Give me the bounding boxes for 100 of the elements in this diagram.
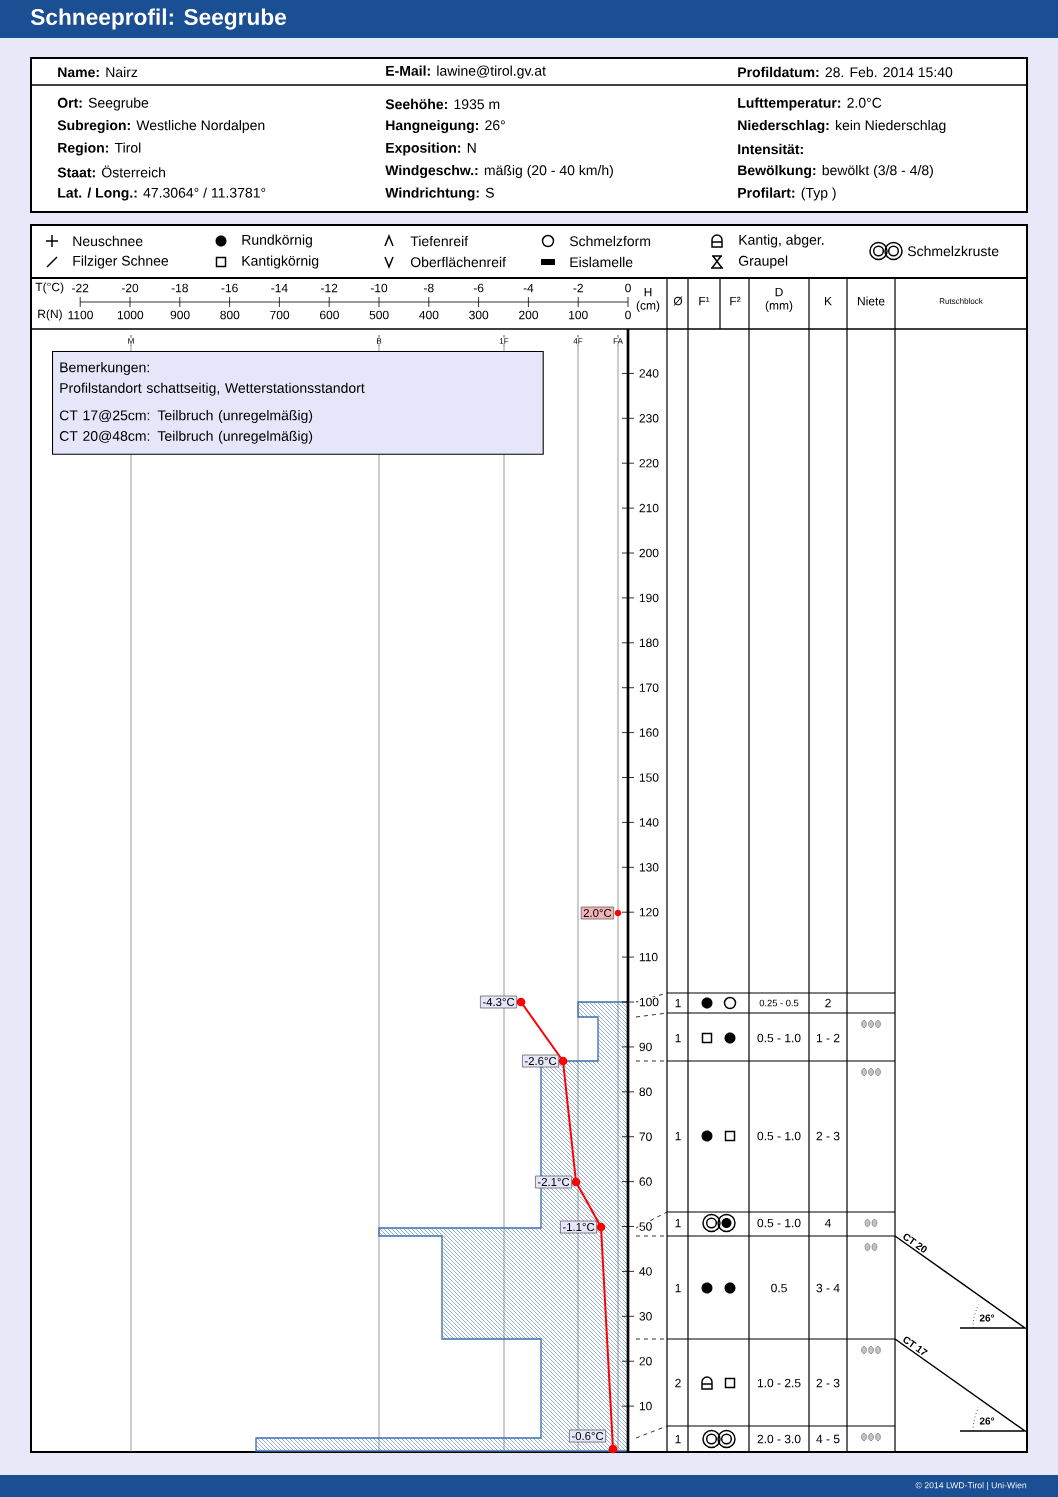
field-label: Windrichtung: S [385, 187, 494, 201]
hardness-label: 1F [498, 337, 510, 345]
tick-label: 300 [469, 310, 489, 320]
table-cell: 1 [675, 1131, 681, 1141]
field-label: Bewölkung: bewölkt (3/8 - 4/8) [738, 164, 933, 179]
tick-label: 50 [638, 1221, 653, 1232]
tick-label: 800 [220, 310, 240, 320]
field-label: Subregion: Westliche Nordalpen [57, 119, 265, 134]
tick-label: 40 [638, 1266, 653, 1277]
angle-label: 26° [979, 1314, 995, 1322]
tick-label: 900 [170, 310, 190, 320]
table-cell: 2 [675, 1378, 681, 1388]
tick-label: 600 [320, 310, 339, 320]
footer-bar: © 2014 LWD-Tirol | Uni-Wien [0, 1475, 1058, 1497]
table-cell: 0.5 - 1.0 [757, 1218, 801, 1228]
tick-label: -18 [171, 283, 188, 293]
hardness-label: B [375, 337, 383, 345]
legend-label: Tiefenreif [410, 235, 469, 247]
field-label: Ort: Seegrube [57, 97, 149, 111]
field-label: Windgeschw.: mäßig (20 - 40 km/h) [385, 164, 613, 179]
table-cell: 1 - 2 [816, 1033, 840, 1043]
field-label: Hangneigung: 26° [386, 119, 505, 134]
tick-label: -12 [321, 283, 338, 293]
legend-label: Oberflächenreif [410, 256, 506, 268]
legend-label: Rundkörnig [242, 234, 312, 248]
field-label: Lufttemperatur: 2.0°C [738, 97, 882, 111]
tick-label: -10 [370, 283, 388, 293]
tick-label: 230 [638, 413, 660, 424]
table-cell: 4 [824, 1218, 831, 1228]
column-header: D (mm) [765, 287, 793, 313]
table-cell: 0.5 - 1.0 [757, 1131, 801, 1141]
column-header: Rutschblock [939, 298, 983, 304]
table-cell: 4 - 5 [816, 1434, 840, 1444]
tick-label: 20 [638, 1356, 653, 1367]
test-label: CT 20 [903, 1233, 927, 1253]
column-header: Niete [858, 296, 885, 306]
legend-label: Kantigkörnig [242, 255, 319, 269]
tick-label: 190 [638, 593, 660, 603]
table-cell: 2.0 - 3.0 [757, 1434, 801, 1444]
field-label: Name: Nairz [58, 66, 138, 78]
field-label: Staat: Österreich [57, 165, 165, 178]
tick-label: 220 [638, 458, 660, 469]
tick-label: -4 [523, 283, 534, 293]
legend-label: Graupel [739, 255, 788, 269]
tick-label: 10 [638, 1401, 653, 1412]
tick-label: 210 [638, 503, 660, 513]
tick-label: -16 [221, 283, 238, 293]
tick-label: 100 [569, 310, 588, 320]
axis-title: T(°C) [35, 282, 64, 294]
tick-label: 500 [369, 310, 389, 320]
tick-label: -22 [72, 283, 89, 293]
tick-label: 1100 [68, 310, 93, 320]
tick-label: 60 [638, 1176, 653, 1187]
tick-label: 0 [625, 310, 631, 320]
field-label: Seehöhe: 1935 m [385, 98, 500, 110]
field-label: Intensität: [738, 143, 803, 155]
temperature-label: -0.6°C [569, 1429, 606, 1443]
title-bar: Schneeprofil: Seegrube [0, 0, 1058, 38]
temperature-label: -2.1°C [535, 1175, 572, 1189]
tick-label: -14 [271, 283, 288, 293]
tick-label: 200 [638, 548, 660, 558]
tick-label: -2 [573, 283, 583, 293]
field-label: E-Mail: lawine@tirol.gv.at [386, 65, 546, 79]
field-label: Profilart: (Typ ) [738, 187, 836, 201]
temperature-label: -2.6°C [522, 1054, 559, 1068]
table-cell: 2 - 3 [816, 1131, 840, 1141]
table-cell: 1.0 - 2.5 [757, 1378, 801, 1388]
legend-label: Kantig, abger. [739, 234, 824, 248]
hardness-label: M [127, 337, 135, 345]
axis-title: R(N) [38, 309, 62, 321]
temperature-label: -4.3°C [480, 995, 517, 1009]
table-cell: 3 - 4 [816, 1283, 840, 1293]
tick-label: -8 [424, 283, 434, 293]
temperature-label: 2.0°C [580, 906, 614, 920]
column-header: Ø [673, 296, 683, 306]
table-cell: 1 [675, 1033, 681, 1043]
tick-label: 400 [419, 310, 439, 320]
remarks-box: Bemerkungen: Profilstandort schattseitig, Wetterstationsstandort CT 17@25cm: Teilbruch (unregelmäßig) CT 20@48cm: Teilbruch (unregelmäßig) [52, 351, 544, 455]
field-label: Lat. / Long.: 47.3064° / 11.3781° [58, 187, 266, 201]
tick-label: 0 [625, 283, 631, 293]
table-cell: 2 [825, 998, 831, 1008]
table-cell: 1 [675, 998, 681, 1008]
test-label: CT 17 [903, 1336, 928, 1356]
tick-label: 110 [638, 952, 659, 963]
tick-label: 70 [638, 1131, 653, 1142]
legend-label: Schmelzform [569, 235, 650, 247]
temperature-label: -1.1°C [560, 1220, 597, 1234]
table-cell: 1 [675, 1434, 681, 1444]
tick-label: 80 [638, 1086, 653, 1097]
table-cell: 1 [675, 1218, 681, 1228]
legend-label: Eislamelle [570, 256, 633, 268]
legend-label: Filziger Schnee [73, 255, 169, 269]
hardness-label: FA [612, 337, 624, 345]
field-label: Exposition: N [386, 142, 476, 156]
table-cell: 0.5 - 1.0 [757, 1033, 801, 1043]
tick-label: 140 [638, 817, 660, 828]
table-cell: 0.25 - 0.5 [759, 999, 799, 1007]
field-label: Profildatum: 28. Feb. 2014 15:40 [738, 66, 953, 78]
tick-label: 150 [638, 772, 660, 783]
field-label: Niederschlag: kein Niederschlag [738, 119, 946, 134]
